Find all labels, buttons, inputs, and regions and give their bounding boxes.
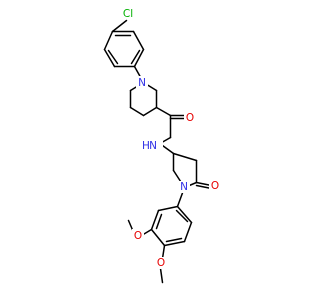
bond [161, 144, 175, 155]
nitrogen-atom: N H [142, 140, 163, 152]
bond [129, 106, 145, 117]
bond [175, 209, 189, 223]
bond [161, 244, 166, 260]
molecule-structure: Cl N N H O N O O O [103, 7, 221, 284]
bond [183, 221, 193, 243]
bond [155, 213, 163, 230]
atom-label: N [138, 77, 146, 89]
bond [159, 267, 164, 284]
bond [172, 152, 198, 162]
bond [157, 205, 179, 212]
oxygen-atom: O [184, 112, 196, 124]
atom-label: Cl [123, 8, 133, 20]
bond [150, 209, 160, 231]
atom-label: O [157, 257, 165, 269]
bond [163, 240, 186, 247]
atom-label: H [142, 140, 150, 152]
atom-label: O [134, 230, 142, 242]
atom-label: N [149, 140, 157, 152]
bond [103, 48, 116, 68]
chlorine-atom: Cl [120, 7, 136, 20]
oxygen-atom: O [155, 257, 167, 269]
atom-label: O [211, 180, 219, 192]
oxygen-atom: O [209, 180, 221, 192]
bond [132, 30, 145, 51]
bond [107, 49, 119, 65]
bond [155, 106, 172, 117]
bond [150, 228, 166, 247]
bond [165, 237, 183, 243]
atom-labels: Cl N N H O N O O O [120, 7, 221, 269]
nitrogen-atom: N [136, 76, 148, 89]
bond [133, 48, 145, 68]
atom-label: N [180, 181, 188, 193]
bond [142, 106, 158, 117]
bond [103, 30, 114, 51]
nitrogen-atom: N [178, 181, 190, 193]
atom-label: O [186, 112, 194, 124]
bond [130, 49, 141, 65]
oxygen-atom: O [132, 229, 144, 242]
bond [111, 19, 128, 33]
bond [176, 205, 193, 224]
